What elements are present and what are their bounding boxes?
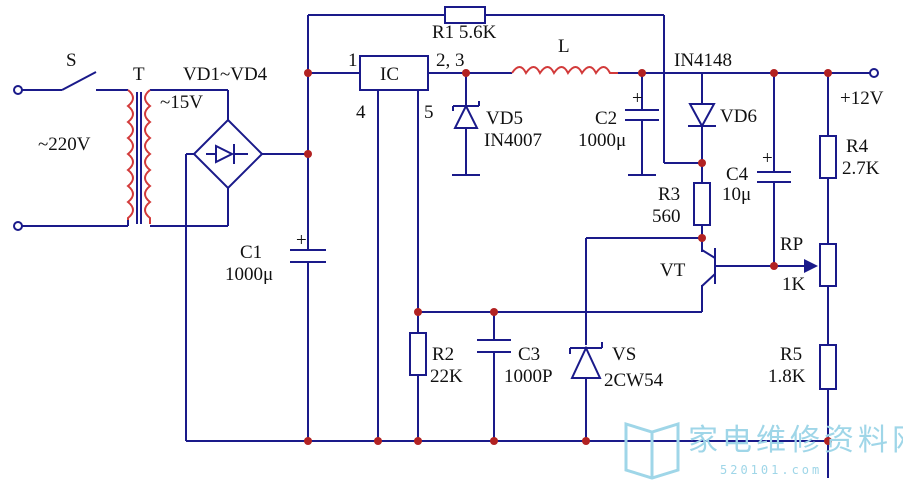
- label-r5-value: 1.8K: [768, 366, 806, 387]
- label-mains: ~220V: [38, 134, 91, 155]
- transformer-t: [126, 89, 152, 226]
- diode-vd5: [452, 101, 480, 176]
- capacitor-c2: [625, 109, 659, 176]
- label-c4-name: C4: [726, 164, 749, 185]
- label-r1: R1 5.6K: [432, 22, 497, 43]
- bridge-rectifier: [192, 118, 264, 190]
- diode-vd6: [688, 103, 716, 129]
- label-bridge: VD1~VD4: [183, 64, 268, 85]
- label-vd6-name: VD6: [720, 106, 757, 127]
- resistor-r2: [409, 332, 427, 376]
- watermark-url: 520101.com: [720, 463, 822, 477]
- label-switch: S: [66, 50, 77, 71]
- label-c1-plus: +: [296, 230, 307, 251]
- transistor-vt: [701, 248, 716, 287]
- label-vd5-part: IN4007: [484, 130, 542, 151]
- label-r2-value: 22K: [430, 366, 463, 387]
- capacitor-c4: [757, 171, 791, 183]
- label-vt: VT: [660, 260, 686, 281]
- labels: S T ~220V ~15V VD1~VD4 C1 1000μ + IC 1 2…: [38, 22, 884, 391]
- label-r4-value: 2.7K: [842, 158, 880, 179]
- label-r2-name: R2: [432, 344, 454, 365]
- label-pin1: 1: [348, 50, 358, 71]
- watermark-text: 家电维修资料网: [688, 423, 903, 458]
- resistor-r5: [819, 344, 837, 390]
- label-output: +12V: [840, 88, 884, 109]
- label-r3-name: R3: [658, 184, 680, 205]
- switch-s: [61, 71, 97, 91]
- label-c2-name: C2: [595, 108, 617, 129]
- watermark: 家电维修资料网 520101.com: [624, 421, 903, 480]
- label-c4-plus: +: [762, 148, 773, 169]
- label-c3-name: C3: [518, 344, 540, 365]
- label-pin23: 2, 3: [436, 50, 465, 71]
- label-rp-value: 1K: [782, 274, 806, 295]
- inductor-l: [511, 66, 618, 75]
- label-ic: IC: [380, 64, 399, 85]
- junctions: [304, 69, 832, 445]
- wires: [13, 14, 870, 478]
- potentiometer-rp: [804, 243, 837, 287]
- mains-terminal-top: [13, 85, 23, 95]
- label-vs-part: 2CW54: [604, 370, 664, 391]
- mains-terminal-bottom: [13, 221, 23, 231]
- label-inductor: L: [558, 36, 570, 57]
- label-c4-value: 10μ: [722, 184, 751, 205]
- label-secondary: ~15V: [160, 92, 203, 113]
- resistor-r1: [444, 6, 486, 24]
- label-r4-name: R4: [846, 136, 869, 157]
- ic-chip: [359, 55, 429, 91]
- label-c1-name: C1: [240, 242, 262, 263]
- resistor-r4: [819, 135, 837, 179]
- label-c1-value: 1000μ: [225, 264, 273, 285]
- capacitor-c1: [290, 249, 326, 263]
- label-c3-value: 1000P: [504, 366, 553, 387]
- label-vd5-name: VD5: [486, 108, 523, 129]
- label-transformer: T: [133, 64, 145, 85]
- output-terminal: [869, 68, 879, 78]
- label-c2-value: 1000μ: [578, 130, 626, 151]
- label-rp-name: RP: [780, 234, 803, 255]
- label-pin5: 5: [424, 102, 434, 123]
- label-vs-name: VS: [612, 344, 636, 365]
- capacitor-c3: [477, 339, 511, 353]
- zener-vs: [569, 342, 603, 390]
- label-c2-plus: +: [632, 88, 643, 109]
- resistor-r3: [693, 182, 711, 226]
- label-pin4: 4: [356, 102, 366, 123]
- label-vd6-part: IN4148: [674, 50, 732, 71]
- label-r5-name: R5: [780, 344, 802, 365]
- label-r3-value: 560: [652, 206, 681, 227]
- book-icon: [624, 421, 680, 480]
